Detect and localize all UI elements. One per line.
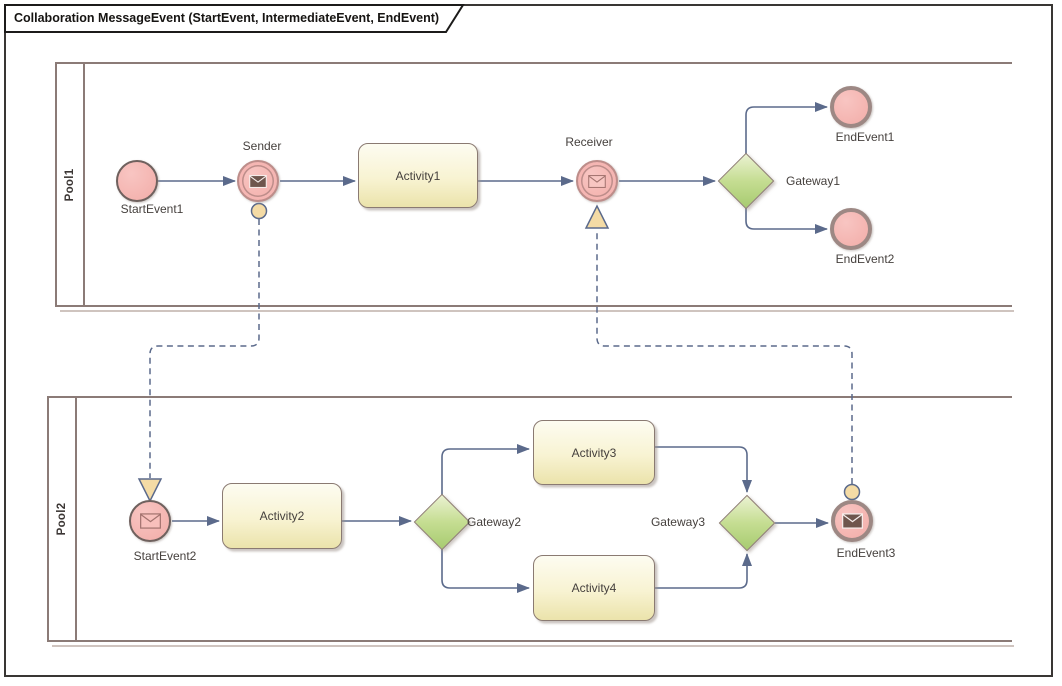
message-throw-icon: [841, 513, 863, 529]
seq-flow-gateway1-endevent1[interactable]: [745, 102, 828, 154]
activity-3[interactable]: Activity3: [533, 420, 655, 485]
start-event-2[interactable]: [129, 500, 171, 542]
title-tab-shape: [4, 4, 465, 33]
activity1-label: Activity1: [395, 168, 441, 183]
endevent2-label: EndEvent2: [835, 252, 895, 266]
diagram-title-tab: [4, 4, 465, 33]
sender-label: Sender: [242, 139, 282, 153]
pool1-name-band: Pool1: [57, 64, 85, 305]
gateway3-label: Gateway3: [650, 515, 705, 529]
activity-2[interactable]: Activity2: [222, 483, 342, 549]
gateway-3[interactable]: [718, 494, 776, 552]
end-event-1[interactable]: [830, 86, 872, 128]
startevent1-label: StartEvent1: [120, 202, 184, 216]
gateway1-label: Gateway1: [786, 174, 841, 188]
seq-flow-activity3-gateway3[interactable]: [654, 446, 752, 493]
startevent2-label: StartEvent2: [133, 549, 197, 563]
activity3-label: Activity3: [571, 445, 617, 460]
activity-1[interactable]: Activity1: [358, 143, 478, 208]
end-event-2[interactable]: [830, 208, 872, 250]
message-throw-icon: [249, 174, 267, 188]
diagram-title: Collaboration MessageEvent (StartEvent, …: [14, 11, 440, 25]
msg-flow-source-marker-sender: [250, 202, 268, 220]
end-event-3[interactable]: [831, 500, 873, 542]
endevent1-label: EndEvent1: [835, 130, 895, 144]
message-catch-icon: [588, 174, 606, 188]
message-catch-icon: [139, 513, 161, 529]
diagram-frame: [4, 4, 1053, 677]
endevent3-label: EndEvent3: [836, 546, 896, 560]
intermediate-event-receiver[interactable]: [576, 160, 618, 202]
activity2-label: Activity2: [259, 509, 305, 523]
gateway2-diamond: [413, 493, 471, 551]
msg-flow-endevent3-receiver[interactable]: [596, 229, 853, 484]
activity4-label: Activity4: [571, 581, 617, 595]
pool2-name-band: Pool2: [49, 398, 77, 640]
gateway2-label: Gateway2: [467, 515, 522, 529]
gateway-1[interactable]: [717, 152, 775, 210]
start-event-1[interactable]: [116, 160, 158, 202]
gateway-2[interactable]: [413, 493, 471, 551]
msg-flow-arrowhead-startevent2: [137, 478, 163, 503]
seq-flow-gateway1-endevent2[interactable]: [745, 208, 828, 234]
seq-flow-gateway2-activity4[interactable]: [441, 549, 530, 593]
receiver-label: Receiver: [565, 135, 613, 149]
gateway1-diamond: [717, 152, 775, 210]
activity-4[interactable]: Activity4: [533, 555, 655, 621]
seq-flow-gateway2-activity3[interactable]: [441, 444, 530, 495]
intermediate-event-sender[interactable]: [237, 160, 279, 202]
seq-flow-activity4-gateway3[interactable]: [654, 553, 752, 589]
msg-flow-source-marker-endevent3: [843, 483, 861, 501]
msg-flow-arrowhead-receiver: [584, 204, 610, 229]
gateway3-diamond: [718, 494, 776, 552]
msg-flow-sender-startevent2[interactable]: [149, 219, 260, 478]
